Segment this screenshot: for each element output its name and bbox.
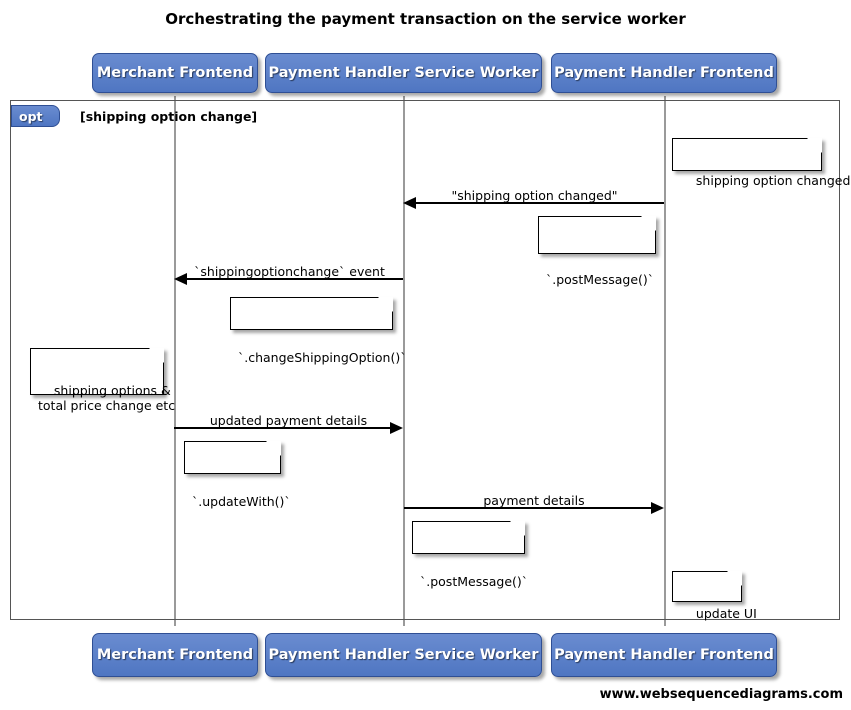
note-shipping-options-total-price: shipping options & total price change et… — [30, 348, 175, 413]
note-shipping-option-changed-text: shipping option changed — [695, 173, 851, 188]
message-label-payment-details: payment details — [483, 493, 585, 508]
note-postmessage-1-text: `.postMessage()` — [546, 272, 655, 287]
note-update-ui: update UI — [672, 571, 757, 621]
note-shipping-options-total-price-text: shipping options & total price change et… — [38, 383, 176, 413]
note-fold-icon — [378, 297, 393, 312]
arrow-head-right-updated-payment-details — [390, 422, 403, 434]
note-changeshippingoption-text: `.changeShippingOption()` — [238, 350, 407, 365]
opt-fragment-frame — [10, 100, 840, 620]
note-updatewith: `.updateWith()` — [184, 441, 291, 509]
note-fold-icon — [641, 216, 656, 231]
note-postmessage-2: `.postMessage()` — [412, 521, 528, 589]
actor-box-bottom-payment-handler-service-worker[interactable]: Payment Handler Service Worker — [265, 633, 542, 677]
message-label-updated-payment-details: updated payment details — [209, 413, 368, 428]
note-postmessage-1: `.postMessage()` — [538, 216, 656, 287]
watermark-link[interactable]: www.websequencediagrams.com — [599, 687, 843, 702]
arrow-head-left-shipping-option-changed — [403, 197, 416, 209]
opt-fragment-operator: opt — [11, 105, 60, 127]
diagram-title: Orchestrating the payment transaction on… — [165, 10, 686, 28]
message-line-payment-details — [404, 507, 652, 509]
note-fold-icon — [727, 571, 742, 586]
actor-box-bottom-payment-handler-frontend[interactable]: Payment Handler Frontend — [551, 633, 777, 677]
note-postmessage-2-text: `.postMessage()` — [420, 574, 529, 589]
message-label-shippingoptionchange-event: `shippingoptionchange` event — [194, 264, 385, 279]
actor-box-top-payment-handler-service-worker[interactable]: Payment Handler Service Worker — [265, 53, 542, 93]
actor-box-top-payment-handler-frontend[interactable]: Payment Handler Frontend — [551, 53, 777, 93]
message-label-shipping-option-changed: "shipping option changed" — [451, 188, 618, 203]
message-line-shipping-option-changed — [416, 202, 664, 204]
arrow-head-left-shippingoptionchange-event — [174, 273, 187, 285]
note-fold-icon — [266, 441, 281, 456]
actor-box-top-merchant-frontend[interactable]: Merchant Frontend — [92, 53, 258, 93]
note-fold-icon — [149, 348, 164, 363]
lifeline-merchant-frontend — [174, 96, 176, 626]
actor-box-bottom-merchant-frontend[interactable]: Merchant Frontend — [92, 633, 258, 677]
note-fold-icon — [510, 521, 525, 536]
message-line-updated-payment-details — [174, 427, 390, 429]
message-line-shippingoptionchange-event — [187, 278, 403, 280]
arrow-head-right-payment-details — [651, 502, 664, 514]
note-update-ui-text: update UI — [695, 606, 757, 621]
opt-fragment-guard: [shipping option change] — [80, 109, 258, 124]
note-fold-icon — [807, 138, 822, 153]
note-changeshippingoption: `.changeShippingOption()` — [230, 297, 406, 365]
lifeline-payment-handler-frontend — [664, 96, 666, 626]
note-shipping-option-changed: shipping option changed — [672, 138, 850, 188]
lifeline-payment-handler-service-worker — [403, 96, 405, 626]
note-updatewith-text: `.updateWith()` — [192, 494, 291, 509]
